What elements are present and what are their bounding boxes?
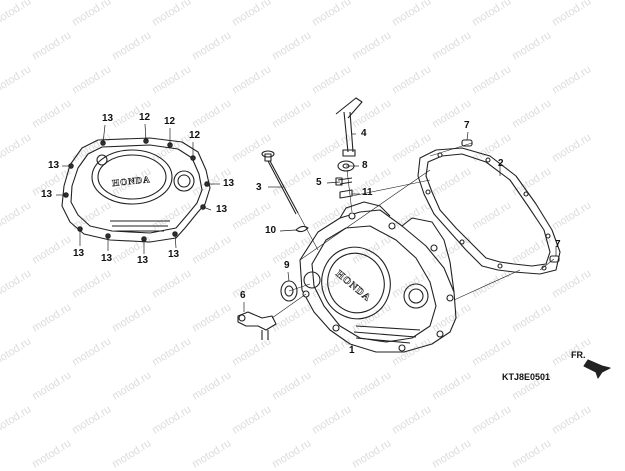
callout-2: 2 (498, 158, 504, 169)
clutch-cover-top-flange (339, 201, 391, 219)
gasket-holes (425, 152, 551, 271)
clutch-cover-right-housing (401, 217, 455, 293)
clutch-cover (299, 201, 457, 353)
callout-4: 4 (361, 128, 367, 139)
callout-6: 6 (240, 290, 246, 301)
clutch-cover-dome (321, 246, 391, 320)
front-label: FR. (571, 350, 586, 360)
callout-7: 7 (555, 239, 561, 250)
callout-13: 13 (48, 160, 60, 171)
clutch-cover-face (311, 225, 437, 343)
clutch-cover-round-boss (403, 283, 429, 309)
leader-lines-left (56, 123, 220, 254)
callout-12: 12 (139, 112, 151, 123)
assembled-cover-cap (173, 170, 195, 192)
assembled-cover-dome-inner (97, 154, 167, 200)
callout-13: 13 (223, 178, 235, 189)
callout-13: 13 (73, 248, 85, 259)
callout-11: 11 (362, 187, 373, 198)
assembled-cover-dome (91, 149, 173, 205)
brand-logo-right: HONDA (333, 269, 372, 305)
dowel-pin-upper (461, 139, 473, 147)
callout-12: 12 (189, 130, 201, 141)
clutch-cover-oil-port (303, 271, 321, 289)
diagram-code: KTJ8E0501 (502, 372, 551, 382)
callout-3: 3 (256, 182, 262, 193)
clutch-lifter-arm (237, 311, 277, 340)
callout-10: 10 (265, 225, 277, 236)
callout-12: 12 (164, 116, 176, 127)
gasket (417, 147, 561, 275)
gasket-outer (417, 147, 561, 275)
assembly-lines (271, 142, 555, 319)
callout-13: 13 (168, 249, 180, 260)
assembled-cover-inner-rim (70, 144, 203, 234)
gasket-inner (425, 153, 551, 267)
callout-1: 1 (349, 345, 355, 356)
callout-5: 5 (316, 177, 322, 188)
callout-8: 8 (362, 160, 368, 171)
clutch-cover-ribs (353, 325, 421, 344)
assembled-cover-ribs (110, 220, 170, 232)
callout-13: 13 (137, 255, 149, 266)
cable-bracket (335, 97, 363, 157)
oil-dipstick (261, 150, 299, 215)
front-direction-arrow (583, 359, 611, 379)
assembled-cover-view (61, 137, 211, 243)
clutch-cover-outline (299, 209, 457, 353)
callout-7: 7 (464, 120, 470, 131)
callout-9: 9 (284, 260, 290, 271)
callout-13: 13 (41, 189, 53, 200)
bolt (335, 177, 353, 186)
callout-13: 13 (101, 253, 113, 264)
assembled-cover-outline (61, 137, 211, 243)
o-ring (295, 225, 309, 233)
assembled-cover-boss (96, 154, 108, 166)
leader-lines-right (243, 131, 557, 352)
callout-13: 13 (216, 204, 228, 215)
callout-13: 13 (102, 113, 114, 124)
dowel-pin-lower (549, 255, 560, 263)
clutch-cover-bolt-bosses (302, 212, 454, 352)
brand-logo-left: HONDA (112, 174, 151, 188)
